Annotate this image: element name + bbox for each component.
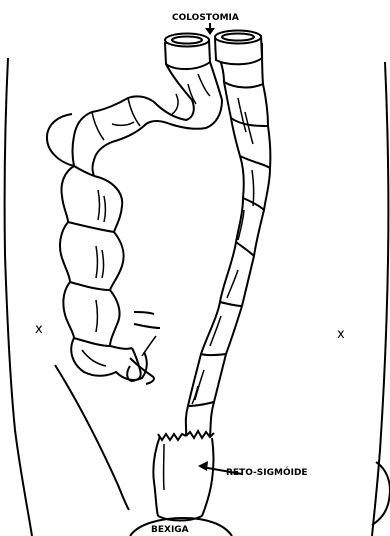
colostomy-label: COLOSTOMIA <box>172 13 239 23</box>
colostomy-arrow <box>205 23 215 35</box>
left-x-mark: x <box>35 322 43 337</box>
ascending-loop <box>60 166 160 384</box>
colostomy-stomas <box>165 31 262 70</box>
rectosigmoid-label: RETO-SIGMÓIDE <box>226 466 308 478</box>
bladder-label: BEXIGA <box>151 525 189 535</box>
right-x-mark: x <box>337 327 345 342</box>
descending-colon <box>186 43 271 436</box>
transverse-colon <box>47 62 222 176</box>
rectosigmoid-stump <box>153 431 214 521</box>
